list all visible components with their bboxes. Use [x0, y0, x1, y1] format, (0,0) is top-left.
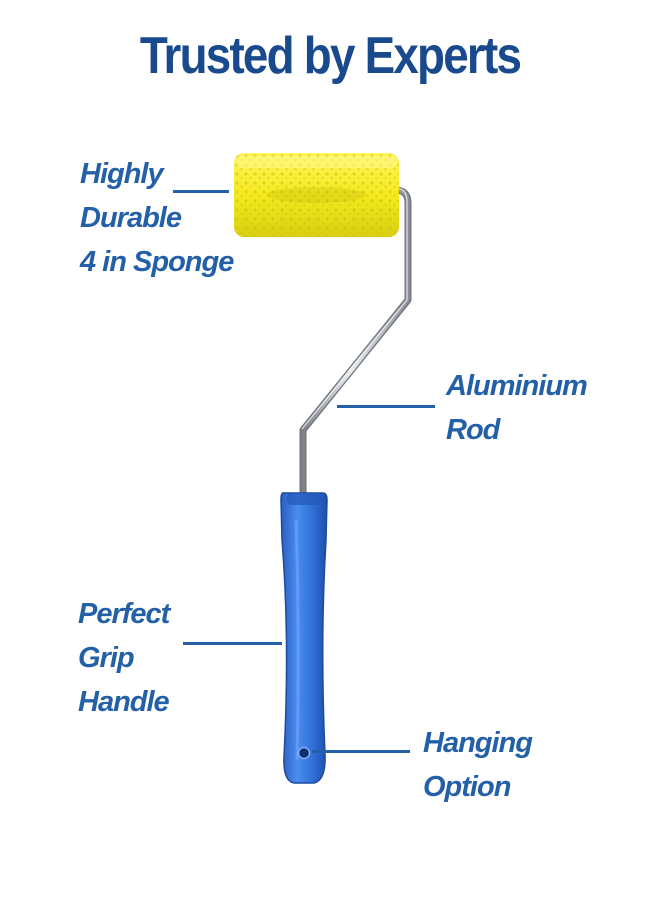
page-title: Trusted by Experts: [139, 27, 522, 85]
handle-leader-line: [183, 642, 282, 645]
rod-feature-label: Aluminium Rod: [446, 370, 588, 446]
sponge-leader-line: [173, 190, 229, 193]
hanging-feature-label: Hanging Option: [423, 727, 533, 803]
grip-handle: [280, 492, 328, 784]
hanging-leader-line: [312, 750, 410, 753]
handle-feature-label: Perfect Grip Handle: [78, 598, 170, 718]
rod-leader-line: [337, 405, 435, 408]
sponge-roller: [234, 153, 399, 237]
sponge-feature-label: Highly Durable 4 in Sponge: [80, 158, 234, 278]
hanging-hole: [297, 746, 311, 760]
